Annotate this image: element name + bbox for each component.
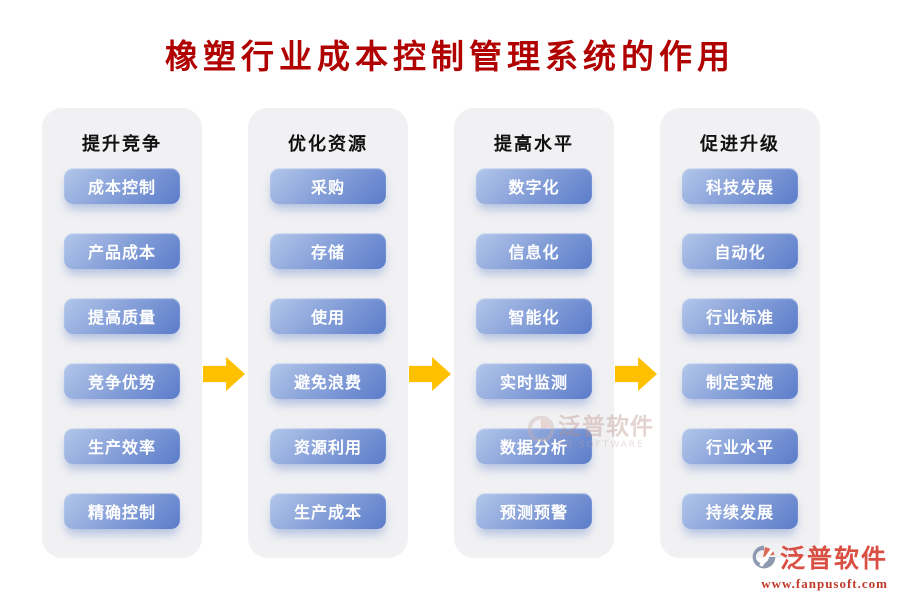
column-card-3: 提高水平 数字化 信息化 智能化 实时监测 数据分析 预测预警 (454, 108, 614, 558)
column-header: 促进升级 (700, 134, 780, 155)
brand-name: 泛普软件 (779, 544, 888, 573)
column-card-1: 提升竞争 成本控制 产品成本 提高质量 竞争优势 生产效率 精确控制 (42, 108, 202, 558)
item-pill: 资源利用 (270, 428, 386, 464)
fanpu-logo-icon (752, 545, 776, 569)
item-pill: 行业水平 (682, 428, 798, 464)
column-header: 提高水平 (494, 134, 574, 155)
item-pill: 数据分析 (476, 428, 592, 464)
item-pill: 采购 (270, 168, 386, 204)
item-pill: 科技发展 (682, 168, 798, 204)
item-pill: 提高质量 (64, 298, 180, 334)
item-pill: 生产成本 (270, 493, 386, 529)
item-pill: 生产效率 (64, 428, 180, 464)
item-pill: 存储 (270, 233, 386, 269)
item-pill: 实时监测 (476, 363, 592, 399)
item-pill: 制定实施 (682, 363, 798, 399)
item-pill: 精确控制 (64, 493, 180, 529)
brand-url: www.fanpusoft.com (761, 576, 888, 591)
item-pill: 数字化 (476, 168, 592, 204)
column-card-4: 促进升级 科技发展 自动化 行业标准 制定实施 行业水平 持续发展 (660, 108, 820, 558)
brand-block: 泛普软件 www.fanpusoft.com (751, 539, 888, 592)
item-pill: 竞争优势 (64, 363, 180, 399)
right-arrow-icon (203, 357, 245, 391)
item-pill: 持续发展 (682, 493, 798, 529)
item-pill: 自动化 (682, 233, 798, 269)
right-arrow-icon (409, 357, 451, 391)
right-arrow-icon (615, 357, 657, 391)
column-card-2: 优化资源 采购 存储 使用 避免浪费 资源利用 生产成本 (248, 108, 408, 558)
item-pill: 产品成本 (64, 233, 180, 269)
item-pill: 预测预警 (476, 493, 592, 529)
item-pill: 行业标准 (682, 298, 798, 334)
page-title: 橡塑行业成本控制管理系统的作用 (165, 37, 735, 76)
column-header: 提升竞争 (82, 134, 162, 155)
item-pill: 智能化 (476, 298, 592, 334)
item-pill: 信息化 (476, 233, 592, 269)
item-pill: 成本控制 (64, 168, 180, 204)
item-pill: 避免浪费 (270, 363, 386, 399)
column-header: 优化资源 (288, 134, 368, 155)
item-pill: 使用 (270, 298, 386, 334)
